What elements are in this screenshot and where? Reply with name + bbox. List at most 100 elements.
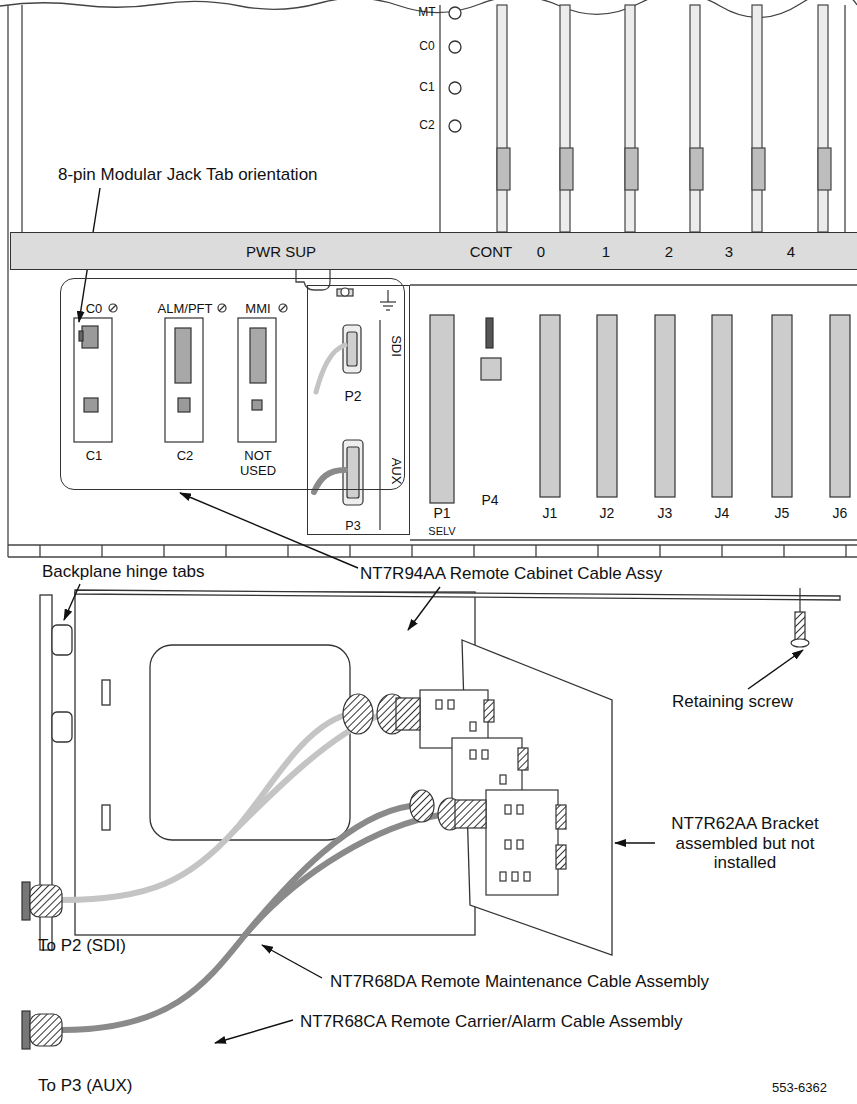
leader-arrow [64,584,80,620]
status-led [449,41,461,53]
bracket-connector [484,700,494,722]
callout-text: NT7R68DA Remote Maintenance Cable Assemb… [330,972,709,992]
retaining-screw [791,639,809,647]
led-label: C2 [419,119,434,133]
panel-screw [280,305,286,311]
leader-arrow [215,1020,293,1043]
connector-label: J2 [600,505,615,521]
retaining-screw [799,588,800,614]
backplane-connector [655,315,675,497]
cable-panel [75,592,475,935]
backplane-connector [712,315,732,497]
sdi-aux-connectors [337,289,353,296]
cable-plug [410,790,434,822]
connector-label: J5 [775,505,790,521]
callout-text: Retaining screw [672,692,793,712]
bracket-connector [524,872,530,881]
card-slot [625,5,635,232]
slot-label: 3 [725,243,733,260]
shelf-frame [7,5,8,557]
jack-module [84,398,98,412]
bracket-connector [470,750,476,759]
hinge-plate [52,712,72,742]
shelf-frame [439,5,440,232]
sdi-aux-connectors [343,325,361,373]
loose-cable [62,806,410,1030]
panel-screw [279,304,287,312]
led-label: MT [418,6,435,20]
cable-plug [22,1011,30,1049]
slot-label: 0 [537,243,545,260]
bracket-connector [486,790,558,895]
backplane-frame [410,539,857,540]
card-slot [690,148,703,190]
backplane-frame [8,556,857,557]
slot-label: 2 [665,243,673,260]
backplane-frame [8,270,857,557]
bracket-connector [482,750,488,759]
card-slot [560,5,570,232]
led-label: C0 [419,40,434,54]
bracket-connector [470,722,476,731]
backplane-band: PWR SUPCONT01234 [10,232,857,270]
connector-label: J1 [543,505,558,521]
leader-arrow [748,650,803,689]
installed-cable [316,345,345,392]
backplane-connector [430,315,850,503]
jack-module [252,400,262,410]
jack-label: MMI [245,302,270,317]
card-slot [560,148,573,190]
loose-cable [245,815,440,935]
port-label: P3 [345,519,360,533]
jack-module [175,328,191,383]
sdi-aux-connectors [341,288,349,296]
callout-text: NT7R94AA Remote Cabinet Cable Assy [360,564,662,584]
jack-module [74,318,112,442]
led-label: C1 [419,81,434,95]
retaining-screw [791,588,809,647]
jack-label: ALM/PFT [158,302,213,317]
jack-label: C1 [86,449,103,464]
sdi-aux-connectors [386,309,390,310]
backplane-connector [540,315,560,497]
backplane-connector [486,318,493,348]
callout-text: 8-pin Modular Jack Tab orientation [58,165,318,185]
card-slot [752,5,762,232]
connector-label: P1 [433,505,450,521]
cable-panel [102,680,110,705]
bracket-connector [420,690,566,895]
sdi-aux-panel: P2SDIP3AUX [307,285,410,535]
connector-label: J4 [715,505,730,521]
callout-text: NT7R62AA Bracket assembled but not insta… [663,814,828,873]
bracket-connector [436,700,442,709]
backplane-connector [481,358,501,380]
cable-panel [75,590,840,600]
callout-text: NT7R68CA Remote Carrier/Alarm Cable Asse… [300,1012,683,1032]
jack-panel: C0ALM/PFTMMIC1C2NOT USED [60,278,405,490]
status-led [449,7,461,19]
plug-label: To P2 (SDI) [38,936,126,956]
backplane-connector [597,315,617,497]
jack-module [250,328,266,383]
backplane-connector [430,315,454,503]
sdi-aux-connectors [383,305,393,306]
status-led [449,120,461,132]
bracket-connector [448,700,454,709]
panel-screw [110,305,116,311]
card-slot [497,148,510,190]
retaining-screw [795,612,805,640]
backplane-connector [830,315,850,497]
jack-module [74,318,276,442]
jack-module [178,398,190,412]
figure-number: 553-6362 [772,1081,827,1096]
card-slot [818,148,831,190]
card-slot [497,5,831,232]
cable-panel [75,590,840,935]
panel-screw [218,304,226,312]
jack-module [79,331,83,341]
port-label: P2 [344,388,361,404]
port-label: AUX [389,458,404,485]
jack-label: C0 [86,302,103,317]
card-slot [752,148,765,190]
